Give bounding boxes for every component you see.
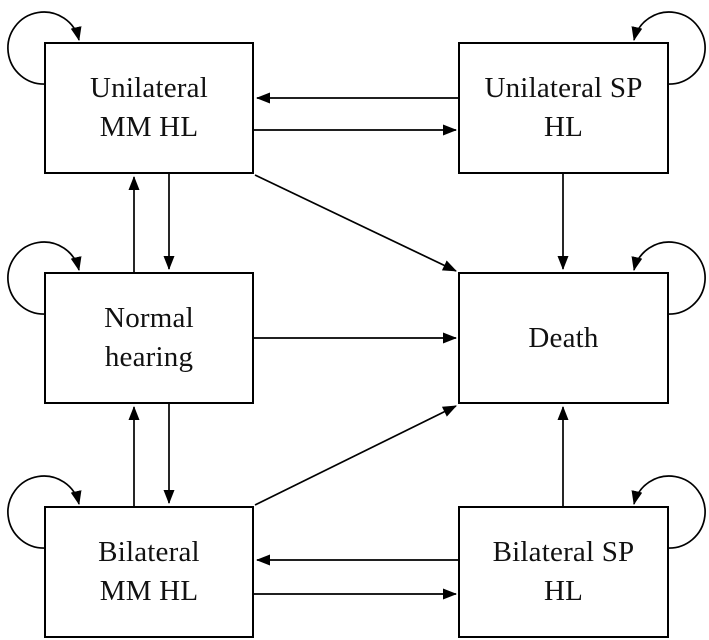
self-loop-bilateral-mm	[7, 475, 82, 549]
node-label-death: Death	[528, 321, 599, 354]
self-loop-bilateral-sp	[631, 475, 706, 549]
self-loop-death	[631, 241, 706, 315]
self-loop-unilateral-mm	[7, 11, 82, 85]
node-label-unilateral-mm-hl: Unilateral MM HL	[90, 72, 208, 143]
node-bilateral-mm-hl: Bilateral MM HL	[44, 506, 254, 638]
node-label-unilateral-sp-hl: Unilateral SP HL	[484, 72, 643, 143]
self-loop-unilateral-sp	[631, 11, 706, 85]
node-label-normal-hearing: Normal hearing	[104, 302, 194, 373]
node-label-bilateral-sp-hl: Bilateral SP HL	[492, 536, 635, 607]
node-normal-hearing: Normal hearing	[44, 272, 254, 404]
node-death: Death	[458, 272, 669, 404]
node-label-bilateral-mm-hl: Bilateral MM HL	[98, 536, 200, 607]
node-unilateral-sp-hl: Unilateral SP HL	[458, 42, 669, 174]
edge-bilateral-mm-to-death	[254, 405, 457, 506]
edge-unilateral-mm-to-death	[254, 174, 457, 272]
self-loop-normal	[7, 241, 82, 315]
node-unilateral-mm-hl: Unilateral MM HL	[44, 42, 254, 174]
node-bilateral-sp-hl: Bilateral SP HL	[458, 506, 669, 638]
